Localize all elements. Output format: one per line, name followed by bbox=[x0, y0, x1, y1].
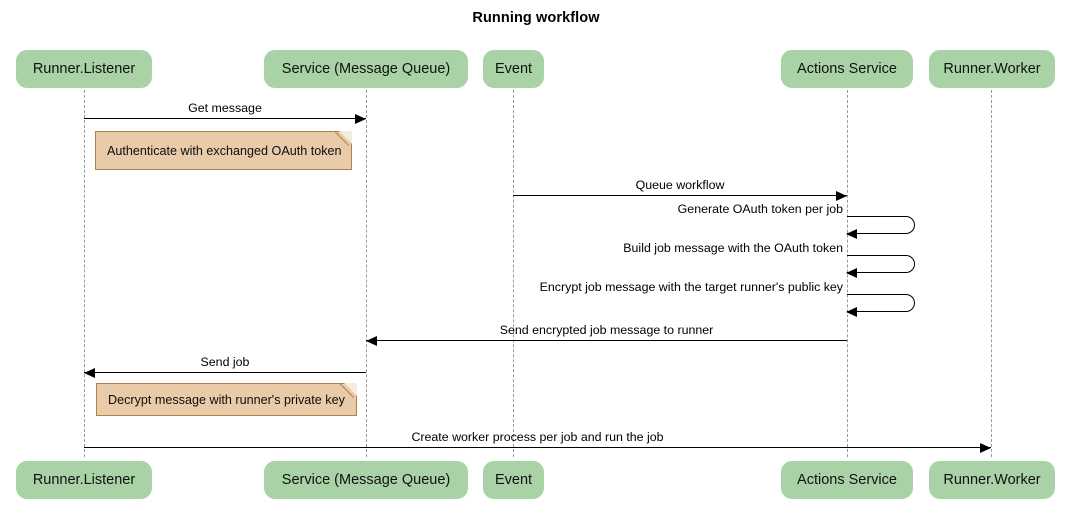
message-line bbox=[84, 447, 991, 448]
message-line bbox=[84, 372, 366, 373]
arrowhead-left-icon bbox=[84, 368, 95, 378]
message-label: Generate OAuth token per job bbox=[677, 202, 843, 216]
participant-actions-service-bottom[interactable]: Actions Service bbox=[781, 461, 913, 499]
note-decrypt-note: Decrypt message with runner's private ke… bbox=[96, 383, 357, 416]
participant-label: Runner.Listener bbox=[32, 472, 136, 488]
participant-actions-service-top[interactable]: Actions Service bbox=[781, 50, 913, 88]
participant-label: Service (Message Queue) bbox=[281, 472, 451, 488]
participant-runner-worker-bottom[interactable]: Runner.Worker bbox=[929, 461, 1055, 499]
message-label: Encrypt job message with the target runn… bbox=[539, 280, 843, 294]
message-label: Build job message with the OAuth token bbox=[623, 241, 843, 255]
participant-event-top[interactable]: Event bbox=[483, 50, 544, 88]
message-line bbox=[513, 195, 847, 196]
arrowhead-right-icon bbox=[980, 443, 991, 453]
arrowhead-left-icon bbox=[366, 336, 377, 346]
participant-label: Event bbox=[494, 61, 533, 77]
self-message-loop bbox=[847, 294, 915, 312]
message-label: Send job bbox=[200, 355, 250, 369]
participant-label: Runner.Worker bbox=[943, 61, 1041, 77]
participant-runner-listener-bottom[interactable]: Runner.Listener bbox=[16, 461, 152, 499]
participant-runner-listener-top[interactable]: Runner.Listener bbox=[16, 50, 152, 88]
note-fold-edge-icon bbox=[339, 383, 357, 401]
lifeline-service-message-queue bbox=[366, 90, 367, 457]
arrowhead-left-icon bbox=[846, 229, 857, 239]
participant-event-bottom[interactable]: Event bbox=[483, 461, 544, 499]
self-message-loop bbox=[847, 255, 915, 273]
participant-label: Service (Message Queue) bbox=[281, 61, 451, 77]
message-label: Send encrypted job message to runner bbox=[499, 323, 714, 337]
participant-runner-worker-top[interactable]: Runner.Worker bbox=[929, 50, 1055, 88]
participant-label: Actions Service bbox=[797, 61, 897, 77]
participant-label: Runner.Worker bbox=[943, 472, 1041, 488]
arrowhead-right-icon bbox=[836, 191, 847, 201]
participant-label: Event bbox=[494, 472, 533, 488]
arrowhead-left-icon bbox=[846, 307, 857, 317]
participant-label: Actions Service bbox=[797, 472, 897, 488]
page-title: Running workflow bbox=[472, 10, 600, 26]
message-line bbox=[84, 118, 366, 119]
note-label: Authenticate with exchanged OAuth token bbox=[107, 143, 342, 158]
arrowhead-left-icon bbox=[846, 268, 857, 278]
message-line bbox=[366, 340, 847, 341]
lifeline-runner-worker bbox=[991, 90, 992, 457]
participant-service-message-queue-top[interactable]: Service (Message Queue) bbox=[264, 50, 468, 88]
note-label: Decrypt message with runner's private ke… bbox=[108, 392, 345, 407]
note-fold-edge-icon bbox=[334, 131, 352, 149]
note-authenticate-note: Authenticate with exchanged OAuth token bbox=[95, 131, 352, 170]
participant-label: Runner.Listener bbox=[32, 61, 136, 77]
arrowhead-right-icon bbox=[355, 114, 366, 124]
lifeline-runner-listener bbox=[84, 90, 85, 457]
message-label: Get message bbox=[188, 101, 262, 115]
participant-service-message-queue-bottom[interactable]: Service (Message Queue) bbox=[264, 461, 468, 499]
message-label: Queue workflow bbox=[635, 178, 725, 192]
message-label: Create worker process per job and run th… bbox=[411, 430, 664, 444]
self-message-loop bbox=[847, 216, 915, 234]
lifeline-event bbox=[513, 90, 514, 457]
